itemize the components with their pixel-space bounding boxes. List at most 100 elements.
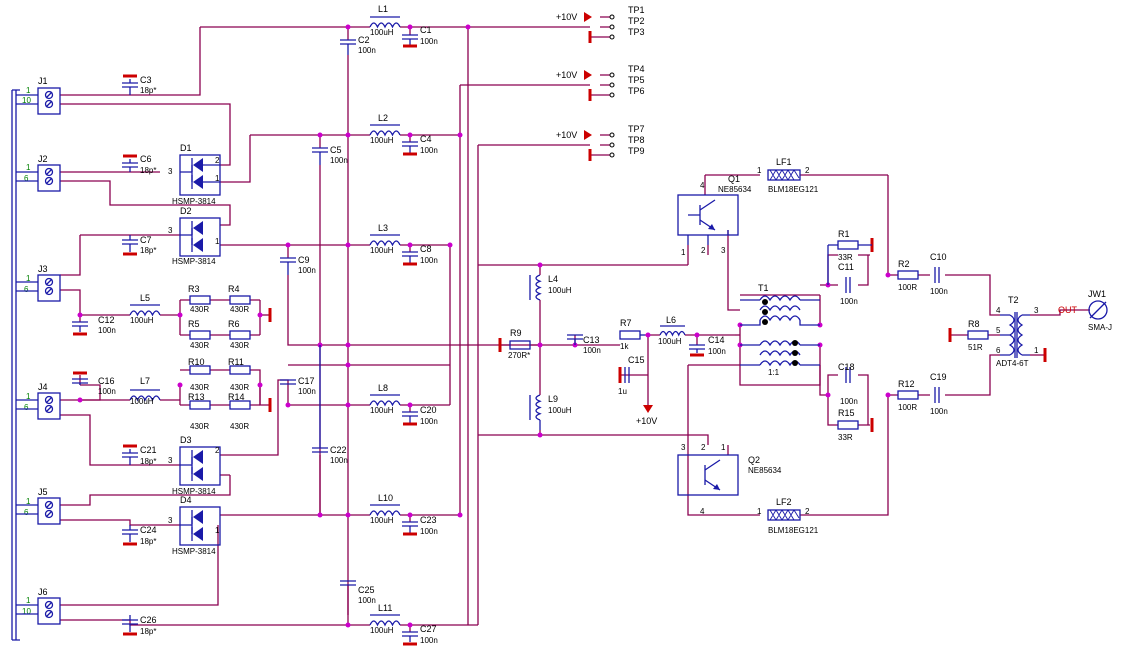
r5-value: 430R bbox=[190, 341, 209, 350]
r7-ref: R7 bbox=[620, 318, 632, 328]
capacitor-c24: C24 18p* bbox=[122, 525, 157, 546]
t2-pin5: 5 bbox=[996, 326, 1001, 335]
c21-ref: C21 bbox=[140, 445, 157, 455]
r2-ref: R2 bbox=[898, 259, 910, 269]
supply-label-1: +10V bbox=[556, 12, 577, 22]
capacitor-c16: C16 100n bbox=[72, 371, 116, 396]
r8-value: 51R bbox=[968, 343, 983, 352]
q2-pin3: 3 bbox=[681, 443, 686, 452]
c7-value: 18p* bbox=[140, 246, 156, 255]
inductor-l6: L6 100uH bbox=[658, 315, 686, 346]
d3-pin2: 2 bbox=[215, 446, 220, 455]
d2-ref: D2 bbox=[180, 206, 192, 216]
supply-tp1-3: +10V TP1 TP2 TP3 bbox=[556, 5, 645, 43]
capacitor-c17: C17 100n bbox=[280, 376, 316, 396]
lf2-pin2: 2 bbox=[805, 507, 810, 516]
resistor-r8: R8 51R bbox=[948, 319, 989, 352]
c16-value: 100n bbox=[98, 387, 116, 396]
r11-ref: R11 bbox=[228, 357, 244, 367]
r12-value: 100R bbox=[898, 403, 917, 412]
d1-pin3: 3 bbox=[168, 167, 173, 176]
r6-value: 430R bbox=[230, 341, 249, 350]
d4-pin1: 1 bbox=[215, 526, 220, 535]
c14-ref: C14 bbox=[708, 335, 725, 345]
ground-symbols bbox=[268, 308, 1047, 412]
t2-pin3: 3 bbox=[1034, 306, 1039, 315]
l11-value: 100uH bbox=[370, 626, 394, 635]
j2-pin-b: 6 bbox=[24, 174, 29, 183]
capacitor-c10: C10 100n bbox=[930, 252, 948, 296]
l6-value: 100uH bbox=[658, 337, 682, 346]
resistor-r14: R14 430R bbox=[228, 392, 251, 431]
d4-ref: D4 bbox=[180, 495, 192, 505]
ferrite-lf2: LF2 BLM18EG121 1 2 bbox=[757, 497, 819, 535]
c6-ref: C6 bbox=[140, 154, 152, 164]
c24-ref: C24 bbox=[140, 525, 157, 535]
supply-tp4-6: +10V TP4 TP5 TP6 bbox=[556, 64, 645, 101]
diode-d1: D1 HSMP-3814 3 2 1 bbox=[168, 143, 221, 206]
inductor-l10: L10 100uH bbox=[369, 493, 401, 525]
out-label: OUT bbox=[1058, 305, 1078, 315]
r14-ref: R14 bbox=[228, 392, 245, 402]
resistor-r1: R1 33R bbox=[827, 229, 874, 285]
r14-value: 430R bbox=[230, 422, 249, 431]
l3-ref: L3 bbox=[378, 223, 388, 233]
jw1-value: SMA-J bbox=[1088, 323, 1112, 332]
lf2-ref: LF2 bbox=[776, 497, 792, 507]
jw1-ref: JW1 bbox=[1088, 289, 1106, 299]
c15-ref: C15 bbox=[628, 355, 645, 365]
c6-value: 18p* bbox=[140, 166, 156, 175]
r10-value: 430R bbox=[190, 383, 209, 392]
resistor-r9: R9 270R* bbox=[498, 328, 531, 360]
capacitor-c19: C19 100n bbox=[930, 372, 948, 416]
r9-value: 270R* bbox=[508, 351, 530, 360]
lf1-ref: LF1 bbox=[776, 157, 792, 167]
l6-ref: L6 bbox=[666, 315, 676, 325]
t1-ref: T1 bbox=[758, 283, 769, 293]
d4-value: HSMP-3814 bbox=[172, 547, 216, 556]
lf2-pin1: 1 bbox=[757, 507, 762, 516]
c22-value: 100n bbox=[330, 456, 348, 465]
j4-pin-b: 6 bbox=[24, 403, 29, 412]
junctions bbox=[77, 24, 891, 628]
c8-value: 100n bbox=[420, 256, 438, 265]
lf1-pin1: 1 bbox=[757, 166, 762, 175]
tp8-label: TP8 bbox=[628, 135, 645, 145]
q1-pin3: 3 bbox=[721, 246, 726, 255]
capacitor-c6: C6 18p* bbox=[122, 154, 156, 175]
t2-ref: T2 bbox=[1008, 295, 1019, 305]
capacitor-c22: C22 100n bbox=[312, 345, 348, 465]
c3-value: 18p* bbox=[140, 86, 156, 95]
c14-value: 100n bbox=[708, 347, 726, 356]
j3-pin-a: 1 bbox=[26, 274, 31, 283]
l4-ref: L4 bbox=[548, 274, 558, 284]
d1-value: HSMP-3814 bbox=[172, 197, 216, 206]
r4-ref: R4 bbox=[228, 284, 240, 294]
r3-value: 430R bbox=[190, 305, 209, 314]
capacitor-c26: C26 18p* bbox=[122, 615, 157, 636]
c2-ref: C2 bbox=[358, 35, 370, 45]
j5-label: J5 bbox=[38, 487, 48, 497]
connector-j4: J4 1 6 bbox=[16, 382, 61, 420]
c25-value: 100n bbox=[358, 596, 376, 605]
r12-ref: R12 bbox=[898, 379, 915, 389]
t2-pin4: 4 bbox=[996, 306, 1001, 315]
supply-label-3: +10V bbox=[556, 130, 577, 140]
j1-pin-a: 1 bbox=[26, 86, 31, 95]
inductor-l3: L3 100uH bbox=[369, 223, 401, 255]
resistor-r15: R15 33R bbox=[837, 408, 874, 442]
c11-value: 100n bbox=[840, 297, 858, 306]
transistor-q2: Q2 NE85634 3 2 1 4 bbox=[677, 443, 782, 516]
r9-ref: R9 bbox=[510, 328, 522, 338]
t2-value: ADT4-6T bbox=[996, 359, 1029, 368]
resistor-r10: R10 430R bbox=[188, 357, 211, 392]
c17-ref: C17 bbox=[298, 376, 315, 386]
capacitor-c13: C13 100n bbox=[567, 334, 601, 355]
c21-value: 18p* bbox=[140, 457, 156, 466]
r1-ref: R1 bbox=[838, 229, 850, 239]
q1-ref: Q1 bbox=[728, 174, 740, 184]
c11-ref: C11 bbox=[838, 262, 854, 272]
d1-pin2: 2 bbox=[215, 156, 220, 165]
r4-value: 430R bbox=[230, 305, 249, 314]
